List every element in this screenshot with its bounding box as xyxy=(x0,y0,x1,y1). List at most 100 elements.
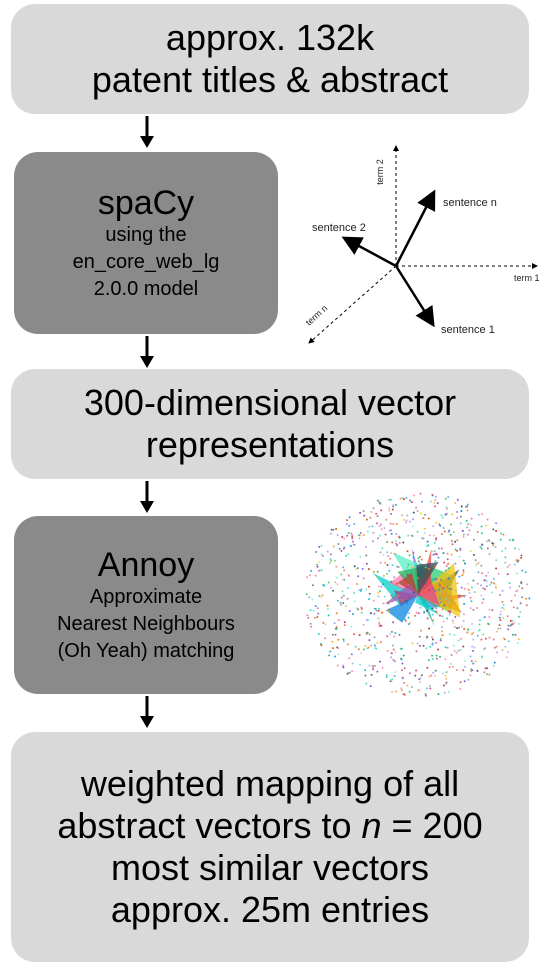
vector-sentence-2 xyxy=(341,236,397,268)
scatter-point xyxy=(430,674,433,677)
scatter-point xyxy=(440,533,443,536)
scatter-point xyxy=(452,622,455,624)
scatter-point xyxy=(376,499,379,502)
scatter-point xyxy=(462,533,465,536)
scatter-point xyxy=(517,638,520,641)
scatter-point xyxy=(377,537,379,540)
scatter-point xyxy=(393,660,396,663)
scatter-point xyxy=(478,623,481,626)
scatter-point xyxy=(362,623,365,626)
scatter-point xyxy=(435,537,438,540)
scatter-point xyxy=(434,642,437,644)
scatter-point xyxy=(376,515,379,518)
scatter-point xyxy=(462,645,465,648)
scatter-point xyxy=(463,613,465,616)
scatter-point xyxy=(366,631,369,634)
scatter-point xyxy=(519,610,522,613)
scatter-point xyxy=(469,674,472,677)
scatter-point xyxy=(431,613,434,616)
scatter-point xyxy=(342,638,345,641)
scatter-point xyxy=(366,647,369,650)
scatter-point xyxy=(312,609,315,612)
scatter-point xyxy=(458,575,461,578)
scatter-point xyxy=(350,653,353,656)
scatter-point xyxy=(501,589,504,592)
step-vectors-line-2: representations xyxy=(145,424,395,465)
scatter-point xyxy=(398,541,401,544)
scatter-point xyxy=(449,533,452,536)
scatter-point xyxy=(441,672,444,675)
scatter-point xyxy=(431,587,434,590)
scatter-point xyxy=(385,676,388,678)
scatter-point xyxy=(472,649,475,652)
scatter-point xyxy=(418,555,421,558)
scatter-point xyxy=(525,597,528,600)
scatter-point xyxy=(483,671,486,674)
scatter-point xyxy=(464,665,467,668)
step-annoy: Annoy Approximate Nearest Neighbours (Oh… xyxy=(14,516,278,694)
scatter-point xyxy=(400,647,403,650)
scatter-point xyxy=(459,649,462,651)
scatter-point xyxy=(429,687,432,690)
scatter-point xyxy=(446,618,449,621)
scatter-point xyxy=(425,550,428,553)
scatter-point xyxy=(503,608,506,611)
scatter-point xyxy=(436,502,439,505)
scatter-point xyxy=(327,581,330,584)
scatter-point xyxy=(517,622,520,625)
scatter-point xyxy=(448,601,450,604)
scatter-point xyxy=(408,690,411,693)
scatter-point xyxy=(341,536,344,539)
scatter-point xyxy=(377,617,380,620)
scatter-point xyxy=(421,584,424,587)
scatter-point xyxy=(412,535,414,537)
scatter-point xyxy=(380,509,383,512)
scatter-point xyxy=(336,534,339,537)
scatter-point xyxy=(390,656,393,659)
scatter-point xyxy=(334,655,336,658)
scatter-point xyxy=(382,602,385,605)
scatter-point xyxy=(437,693,440,696)
scatter-point xyxy=(448,577,451,580)
scatter-point xyxy=(462,559,465,562)
scatter-point xyxy=(340,549,343,552)
scatter-point xyxy=(364,669,367,672)
scatter-point xyxy=(462,620,465,622)
scatter-point xyxy=(327,608,329,611)
scatter-point xyxy=(502,603,505,606)
scatter-point xyxy=(420,558,423,561)
scatter-point xyxy=(423,611,426,614)
scatter-point xyxy=(332,589,335,592)
axis-diag xyxy=(308,265,397,344)
scatter-point xyxy=(470,517,473,520)
scatter-point xyxy=(427,544,430,547)
scatter-point xyxy=(355,607,358,610)
scatter-point xyxy=(412,556,415,559)
scatter-point xyxy=(434,560,437,563)
scatter-point xyxy=(376,570,379,573)
scatter-point xyxy=(394,671,397,674)
scatter-point xyxy=(372,570,375,573)
scatter-point xyxy=(444,674,447,677)
scatter-point xyxy=(418,635,421,638)
scatter-point xyxy=(352,613,354,615)
scatter-point xyxy=(415,611,418,614)
scatter-point xyxy=(396,565,399,568)
scatter-point xyxy=(374,647,377,649)
scatter-point xyxy=(454,589,457,592)
scatter-point xyxy=(472,631,475,634)
scatter-point xyxy=(507,628,510,631)
scatter-point xyxy=(463,587,466,590)
scatter-point xyxy=(417,612,420,615)
scatter-point xyxy=(359,511,362,514)
scatter-point xyxy=(444,497,447,500)
scatter-point xyxy=(342,594,345,597)
scatter-point xyxy=(370,511,373,513)
scatter-point xyxy=(435,579,438,582)
scatter-point xyxy=(391,541,394,544)
scatter-point xyxy=(497,572,500,575)
scatter-point xyxy=(368,664,371,667)
scatter-point xyxy=(515,572,518,575)
scatter-point xyxy=(428,534,431,537)
scatter-point xyxy=(392,648,395,651)
